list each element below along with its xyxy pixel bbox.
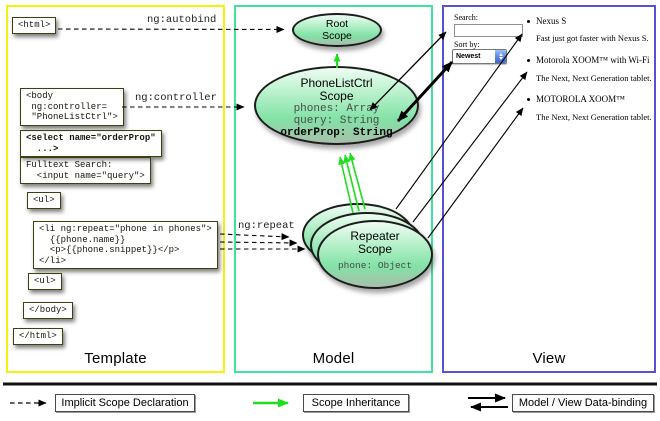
sort-by-label: Sort by: — [454, 40, 480, 49]
template-panel: Template — [6, 5, 225, 373]
prop-phone: phone: Object — [337, 260, 413, 271]
code-select: <select name="orderProp" ...> — [20, 130, 162, 157]
phonelistctrl-scope-name: PhoneListCtrl — [300, 76, 373, 90]
template-panel-label: Template — [84, 350, 147, 367]
phonelistctrl-scope-name2: Scope — [319, 89, 354, 103]
dropdown-stepper-icon — [495, 50, 506, 63]
ng-controller-label: ng:controller — [135, 92, 217, 104]
root-scope-name: Root — [325, 18, 349, 30]
model-panel-label: Model — [312, 350, 355, 367]
prop-query: query: String — [293, 115, 380, 127]
search-input[interactable] — [454, 24, 523, 37]
view-panel-label: View — [532, 350, 566, 367]
legend-scope-inheritance: Scope Inheritance — [303, 394, 409, 412]
code-body-close: </body> — [23, 302, 73, 319]
code-ul-open: <ul> — [27, 192, 61, 209]
legend-model-view-data-binding: Model / View Data-binding — [512, 394, 654, 412]
phone-item-desc: Fast just got faster with Nexus S. — [536, 33, 649, 43]
prop-phones: phones: Array — [293, 103, 380, 115]
phone-item-title: MOTOROLA XOOM™ — [536, 94, 625, 104]
phone-item-title: Nexus S — [536, 16, 567, 26]
search-label: Search: — [454, 13, 478, 22]
repeater-scope-ellipse: Repeater Scope phone: Object — [317, 220, 433, 289]
code-html-close: </html> — [13, 328, 63, 345]
code-html-open: <html> — [12, 17, 57, 34]
list-bullet — [527, 98, 530, 101]
ng-repeat-label: ng:repeat — [238, 220, 295, 232]
code-li-repeat: <li ng:repeat="phone in phones"> {{phone… — [33, 221, 218, 269]
phone-item-desc: The Next, Next Generation tablet. — [536, 112, 652, 122]
repeater-scope-name: Repeater — [350, 229, 400, 243]
prop-orderprop: orderProp: String — [280, 127, 393, 139]
phone-item-title: Motorola XOOM™ with Wi-Fi — [536, 55, 650, 65]
code-fulltext-search: Fulltext Search: <input name="query"> — [20, 157, 151, 184]
repeater-scope-name2: Scope — [357, 242, 393, 256]
code-ul-open-2: <ul> — [28, 273, 62, 290]
root-scope-name2: Scope — [322, 29, 352, 42]
legend-implicit-scope-declaration: Implicit Scope Declaration — [55, 394, 195, 412]
root-scope-ellipse: Root Scope — [292, 13, 382, 47]
ng-autobind-label: ng:autobind — [147, 14, 217, 26]
sort-dropdown[interactable]: Newest — [452, 49, 507, 64]
model-panel: Model — [234, 5, 433, 373]
sort-dropdown-value: Newest — [456, 53, 481, 60]
code-body-open: <body ng:controller= "PhoneListCtrl"> — [20, 88, 124, 126]
phonelistctrl-scope-ellipse: PhoneListCtrl Scope phones: Array query:… — [254, 66, 419, 145]
phone-item-desc: The Next, Next Generation tablet. — [536, 73, 652, 83]
list-bullet — [527, 59, 530, 62]
list-bullet — [527, 20, 530, 23]
